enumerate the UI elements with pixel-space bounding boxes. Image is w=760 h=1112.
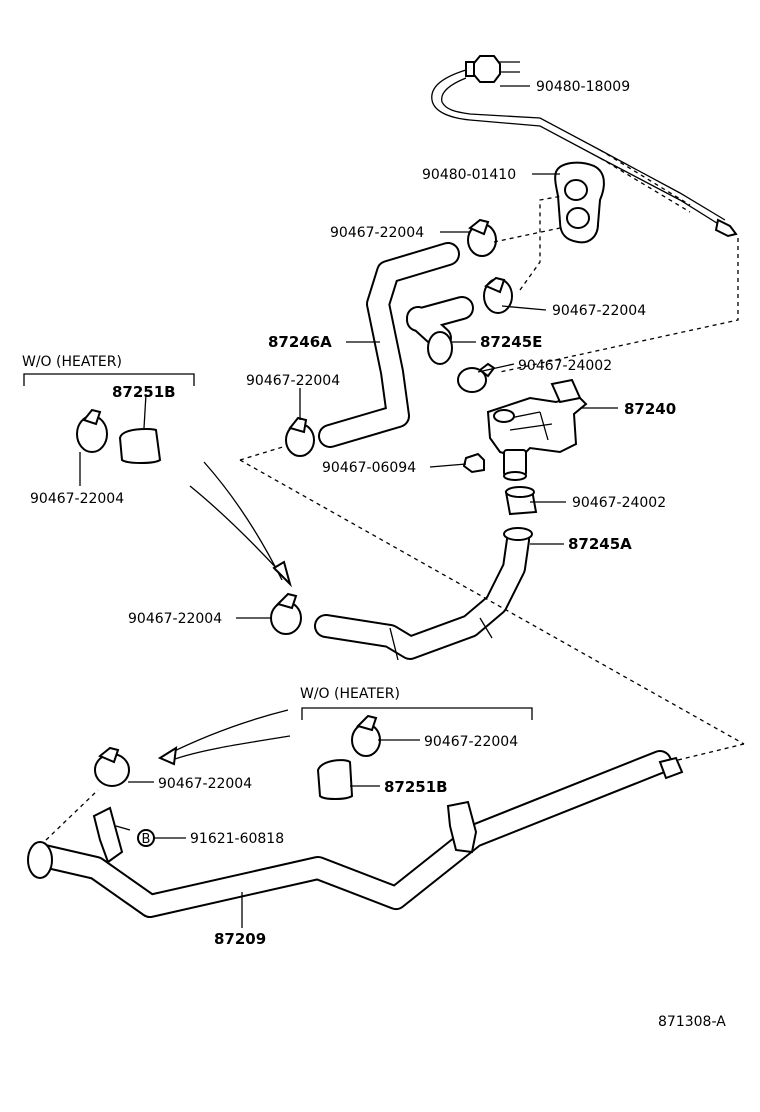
water-pipe-87209 <box>27 750 684 918</box>
arrows <box>157 461 292 766</box>
bolt-91621-60818: B <box>137 829 155 847</box>
label-90480-01410: 90480-01410 <box>422 167 516 183</box>
leader-lines <box>79 85 618 928</box>
label-90467-22004-c: 90467-22004 <box>246 373 340 389</box>
label-90467-22004-d: 90467-22004 <box>30 491 124 507</box>
clamp-lower-hose <box>270 592 302 635</box>
grommet-90480-01410 <box>554 161 605 244</box>
heater-control-cable <box>431 55 738 238</box>
label-87240: 87240 <box>624 400 676 418</box>
label-87251B-b: 87251B <box>384 778 448 796</box>
clamp-upper-2 <box>483 276 513 314</box>
label-90467-22004-g: 90467-22004 <box>158 776 252 792</box>
hose-87245A <box>314 527 533 661</box>
wo-heater-group-lower <box>301 707 533 800</box>
label-87245E: 87245E <box>480 333 542 351</box>
drawing-number: 871308-A <box>658 1014 726 1030</box>
water-valve-87240 <box>486 378 588 481</box>
wo-heater-group-left <box>23 373 195 464</box>
label-90467-24002-a: 90467-24002 <box>518 358 612 374</box>
clamp-24002-b <box>504 486 538 516</box>
hose-87245E <box>406 296 474 365</box>
label-90467-24002-b: 90467-24002 <box>572 495 666 511</box>
clip-90467-06094 <box>462 452 485 474</box>
clamp-upper-1 <box>467 218 497 257</box>
label-90467-22004-a: 90467-22004 <box>330 225 424 241</box>
variant-label-lower: W/O (HEATER) <box>300 686 400 702</box>
label-90467-06094: 90467-06094 <box>322 460 416 476</box>
variant-label-left: W/O (HEATER) <box>22 354 122 370</box>
label-90467-22004-b: 90467-22004 <box>552 303 646 319</box>
clamp-left-hose <box>285 416 315 457</box>
label-87209: 87209 <box>214 930 266 948</box>
clamp-lower-left <box>94 746 130 787</box>
dashed-routing <box>45 195 745 841</box>
label-87251B-a: 87251B <box>112 383 176 401</box>
label-90467-22004-e: 90467-22004 <box>128 611 222 627</box>
clamp-24002-a <box>457 362 496 393</box>
label-90467-22004-f: 90467-22004 <box>424 734 518 750</box>
hose-87246A <box>318 242 460 448</box>
label-90480-18009: 90480-18009 <box>536 79 630 95</box>
bolt-marker: B <box>142 832 151 847</box>
label-87245A: 87245A <box>568 535 632 553</box>
label-87246A: 87246A <box>268 333 332 351</box>
labels: 90480-18009 90480-01410 90467-22004 9046… <box>22 79 726 1030</box>
label-91621-60818: 91621-60818 <box>190 831 284 847</box>
